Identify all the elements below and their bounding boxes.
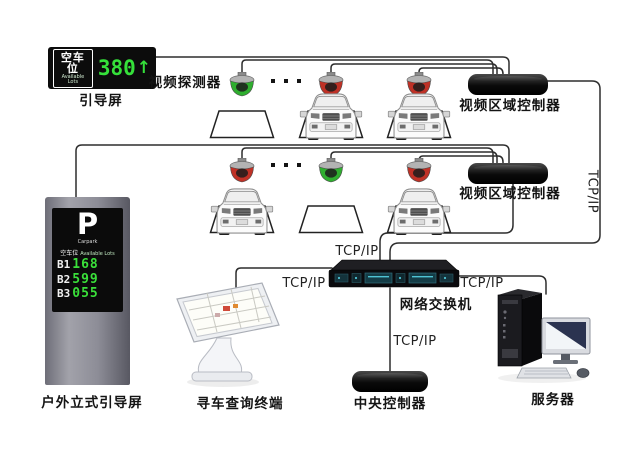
parking-spot-empty <box>298 205 364 234</box>
dome-camera <box>318 158 344 185</box>
tcpip-label-server-line: TCP/IP <box>460 276 504 291</box>
network-switch-label: 网络交换机 <box>399 297 473 313</box>
dome-camera <box>229 72 255 99</box>
car-front-view <box>299 92 363 140</box>
pillar-header: 空车位 Available Lots <box>52 248 123 257</box>
video-detector-label: 视频探测器 <box>148 75 222 91</box>
ellipsis-more-cameras <box>271 163 301 167</box>
pillar-caption: 户外立式引导屏 <box>41 395 143 411</box>
dome-camera <box>229 158 255 185</box>
dome-camera <box>406 158 432 185</box>
outdoor-pillar-display: P Carpark 空车位 Available Lots B1 168 B2 5… <box>45 197 130 385</box>
video-area-controller-1 <box>468 74 548 95</box>
vacancy-sign-title: 空车位 Available Lots <box>53 48 93 88</box>
dome-camera <box>318 72 344 99</box>
central-controller <box>352 371 428 392</box>
server-computer <box>490 286 602 384</box>
network-switch <box>327 257 461 292</box>
pillar-carpark-text: Carpark <box>77 239 98 245</box>
video-area-controller-1-label: 视频区域控制器 <box>459 98 561 114</box>
server-label: 服务器 <box>531 392 575 408</box>
car-front-view <box>210 187 274 235</box>
video-area-controller-2-label: 视频区域控制器 <box>459 186 561 202</box>
parking-spot-empty <box>209 110 275 139</box>
dome-camera <box>406 72 432 99</box>
vacancy-led-sign: 空车位 Available Lots 380 ↑ <box>48 47 156 89</box>
pillar-header-en: Available Lots <box>80 251 115 257</box>
up-arrow-icon: ↑ <box>136 58 151 78</box>
car-front-view <box>387 92 451 140</box>
video-area-controller-2 <box>468 163 548 184</box>
central-controller-label: 中央控制器 <box>353 396 427 412</box>
tcpip-label-central-line: TCP/IP <box>393 334 437 349</box>
vacancy-sign-title-en: Available Lots <box>61 73 85 85</box>
pillar-header-cn: 空车位 <box>60 250 79 257</box>
vacancy-count: 380 ↑ <box>98 56 151 80</box>
floor-count-row: B2 599 <box>57 271 99 287</box>
vacancy-sign-title-cn: 空车位 <box>60 50 85 75</box>
tcpip-label-vertical: TCP/IP <box>584 169 600 214</box>
floor-count-row: B1 168 <box>57 257 99 272</box>
kiosk-caption: 寻车查询终端 <box>196 396 284 412</box>
vacancy-count-value: 380 <box>97 56 136 80</box>
tcpip-label-kiosk-line: TCP/IP <box>282 276 326 291</box>
parking-p-symbol: P <box>76 207 99 241</box>
tcpip-label-switch-top: TCP/IP <box>335 244 379 259</box>
query-kiosk <box>165 280 287 390</box>
pillar-screen: P Carpark 空车位 Available Lots B1 168 B2 5… <box>52 208 123 312</box>
sign-caption: 引导屏 <box>79 93 123 109</box>
car-front-view <box>387 187 451 235</box>
ellipsis-more-cameras <box>271 79 301 83</box>
floor-count-row: B3 055 <box>57 286 99 302</box>
